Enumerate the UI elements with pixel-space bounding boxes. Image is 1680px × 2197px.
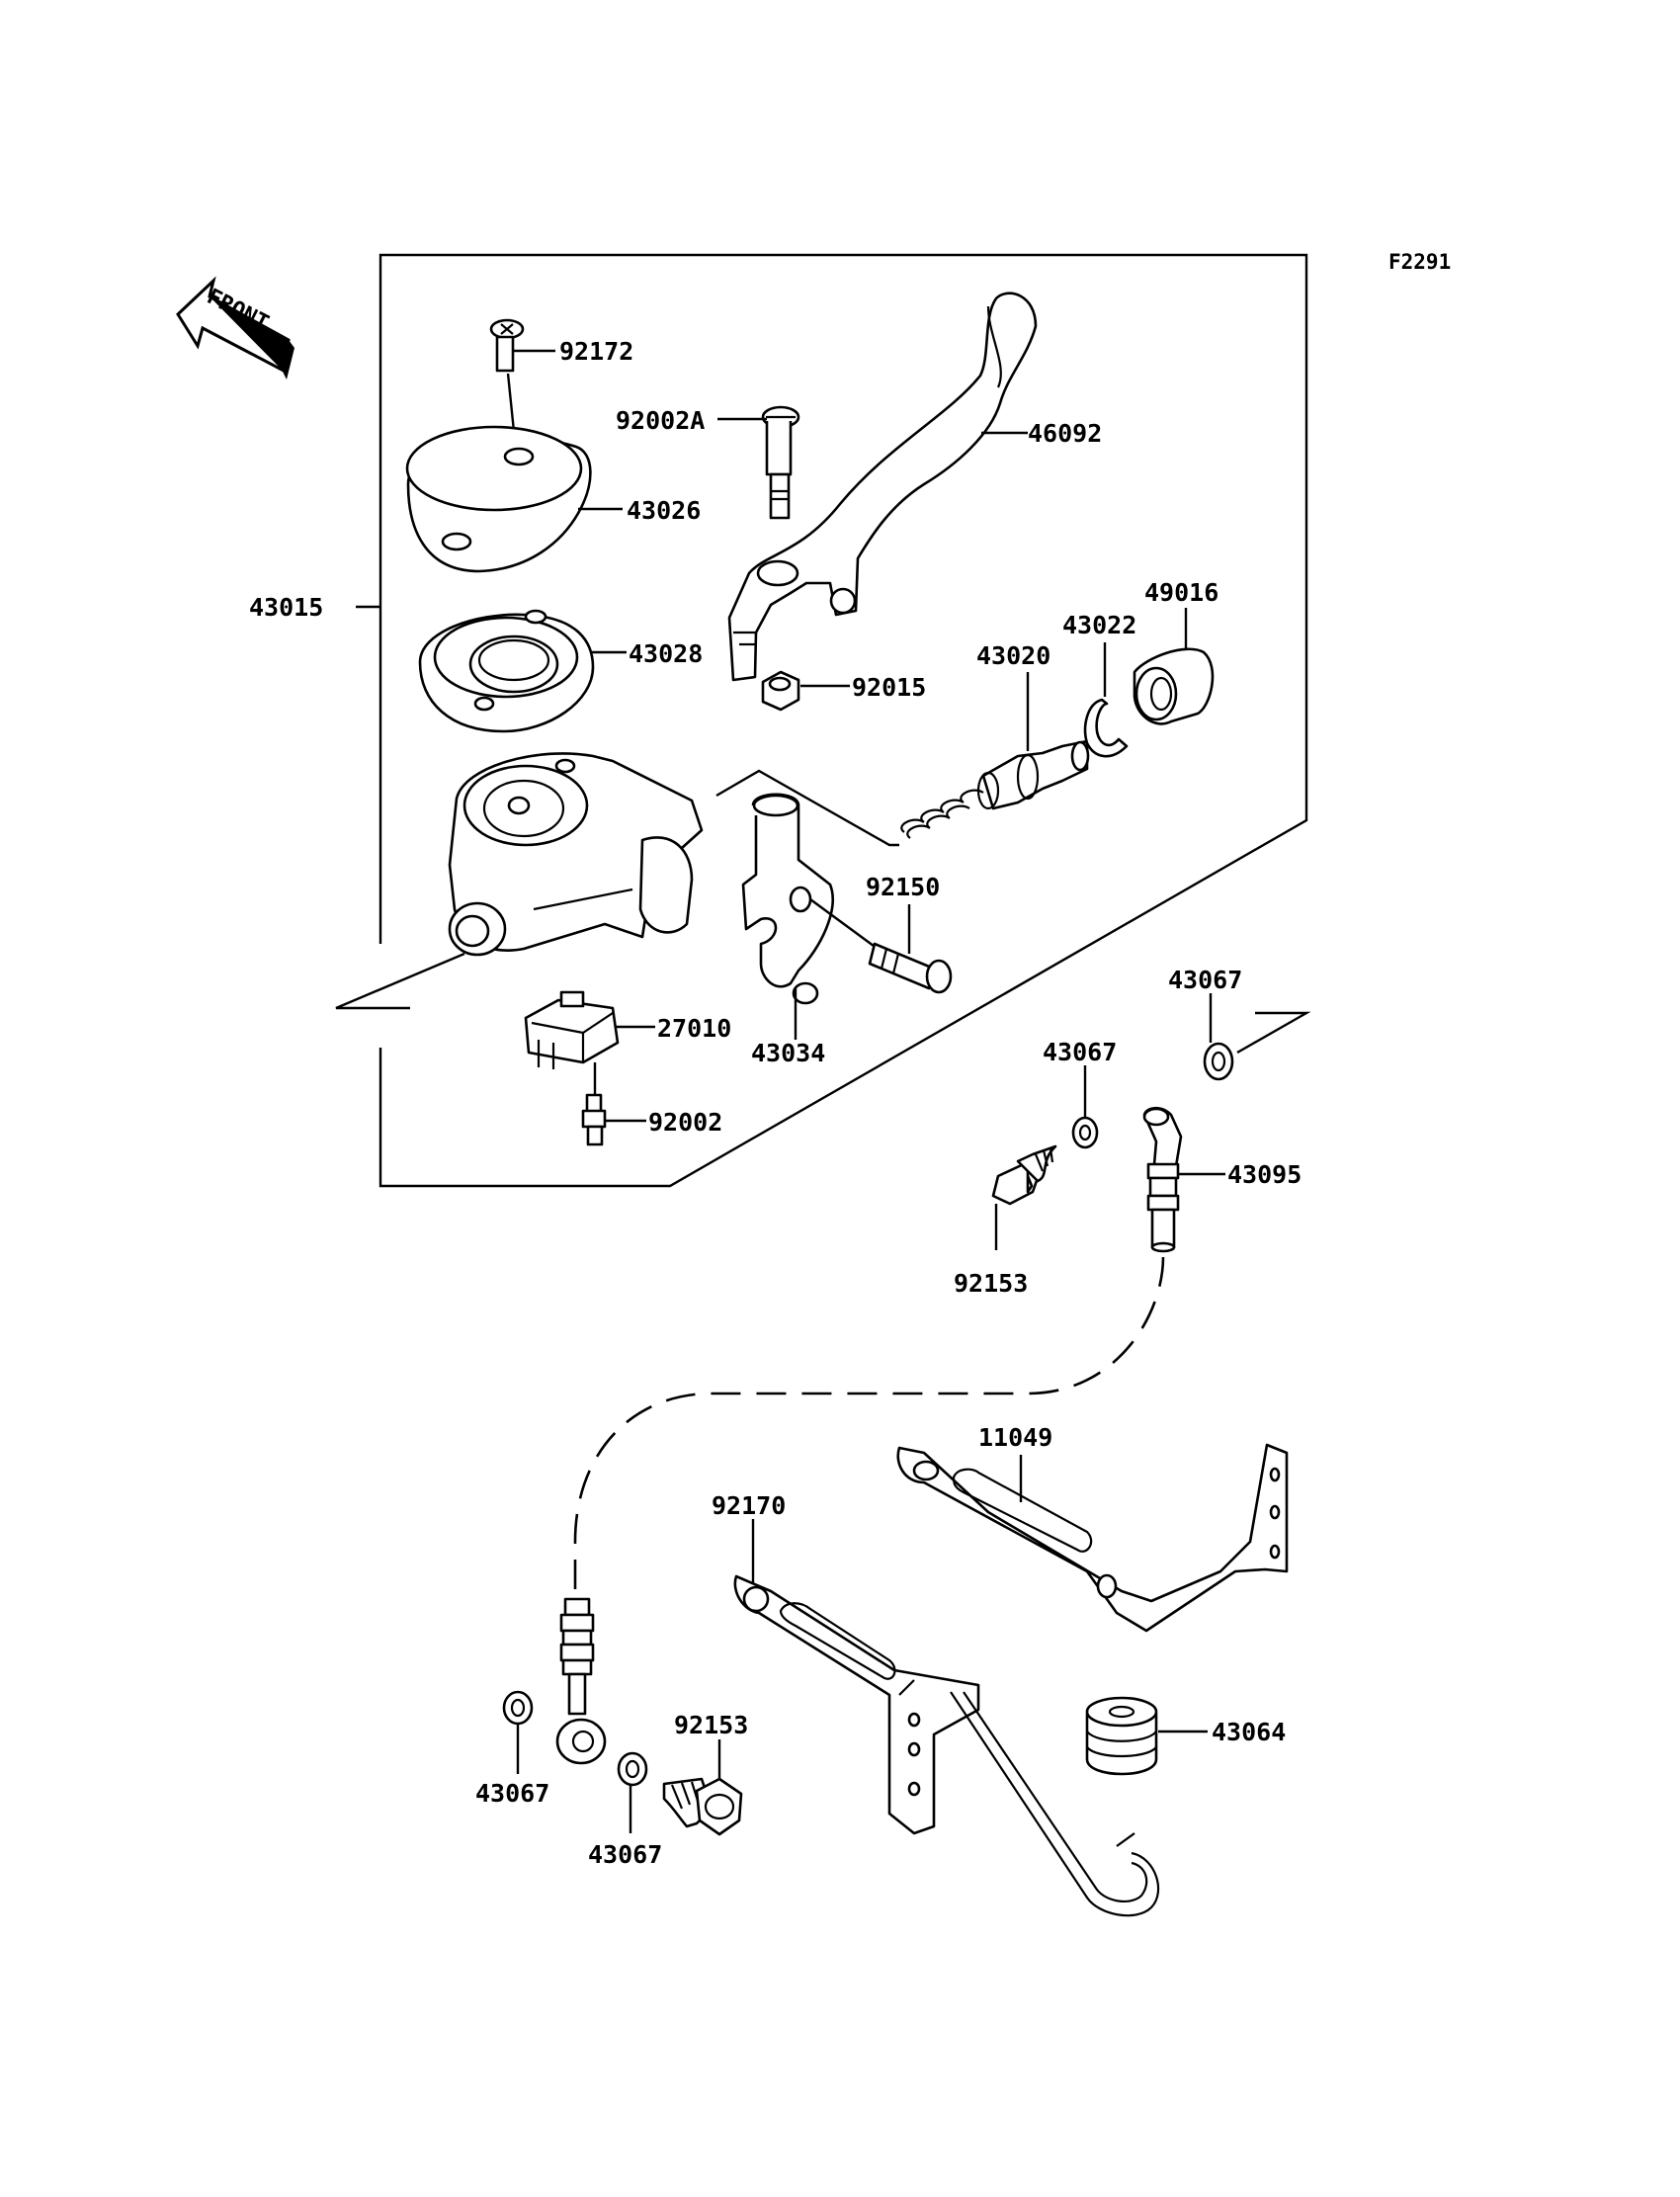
callout-43026: 43026 (627, 496, 701, 525)
callout-11049: 11049 (978, 1423, 1052, 1452)
stop-switch-27010 (524, 990, 620, 1069)
callout-43064: 43064 (1212, 1718, 1286, 1746)
callout-92015: 92015 (852, 673, 926, 702)
callout-43095: 43095 (1227, 1160, 1302, 1189)
callout-92172: 92172 (559, 337, 633, 366)
callout-43067-top: 43067 (1168, 966, 1242, 994)
hose-route-dashed (573, 1256, 1165, 1596)
callout-46092: 46092 (1028, 419, 1102, 448)
master-cylinder-body (448, 752, 704, 957)
washer-43067-lower-left (502, 1690, 534, 1726)
clamp-holder-43034 (741, 793, 834, 1005)
washer-43067-middle (1071, 1116, 1099, 1149)
screw-92172 (489, 318, 525, 452)
callout-92002: 92002 (648, 1108, 722, 1137)
callout-92170: 92170 (712, 1491, 786, 1520)
callout-43034: 43034 (751, 1039, 825, 1067)
callout-43067-lower-left: 43067 (475, 1779, 549, 1808)
boot-49016 (1133, 647, 1215, 725)
callout-43028: 43028 (629, 639, 703, 668)
callout-92002A: 92002A (616, 406, 705, 435)
banjo-bolt-92153-lower (662, 1777, 743, 1836)
brake-hose-lower-end (555, 1597, 607, 1765)
piston-spring-43020 (900, 739, 1090, 839)
brake-hose-43095 (1142, 1106, 1183, 1253)
callout-92153-lower: 92153 (674, 1711, 748, 1739)
pivot-bolt-92002A (761, 405, 800, 520)
washer-43067-top (1203, 1011, 1311, 1081)
callout-92150: 92150 (866, 873, 940, 901)
banjo-bolt-92153-upper (991, 1144, 1057, 1206)
screw-92002 (581, 1062, 607, 1146)
callout-43067-lower-middle: 43067 (588, 1840, 662, 1869)
circlip-43022 (1083, 698, 1129, 758)
callout-92153-upper: 92153 (954, 1269, 1028, 1298)
callout-49016: 49016 (1144, 578, 1218, 607)
brake-lever-46092 (727, 292, 1038, 682)
callout-43020: 43020 (976, 641, 1050, 670)
callout-43067-middle: 43067 (1043, 1038, 1117, 1066)
bracket-11049 (896, 1443, 1289, 1633)
assembly-outline (335, 253, 1308, 1188)
reservoir-cap-43026 (405, 425, 592, 573)
grommet-43064 (1085, 1696, 1158, 1776)
callout-43015: 43015 (249, 593, 323, 622)
front-arrow-icon: FRONT (176, 276, 294, 380)
figure-code: F2291 (1388, 250, 1451, 274)
washer-43067-lower-middle (617, 1751, 648, 1787)
callout-27010: 27010 (657, 1014, 731, 1043)
diaphragm-43028 (418, 609, 595, 733)
nut-92015 (761, 670, 800, 712)
bracket-92170 (733, 1574, 1160, 1917)
clamp-bolt-92150 (809, 898, 953, 994)
callout-43022: 43022 (1062, 611, 1136, 639)
